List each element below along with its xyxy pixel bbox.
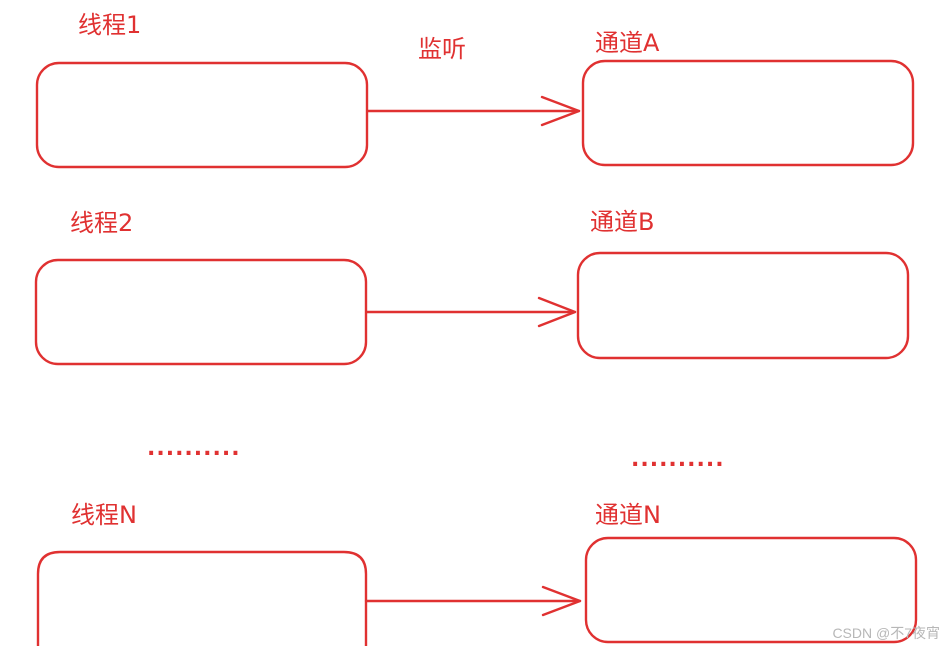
thread-n-label: 线程N bbox=[71, 501, 137, 529]
ellipsis-left: .......... bbox=[147, 436, 241, 461]
thread-2-box bbox=[34, 258, 368, 366]
channel-b-box bbox=[576, 251, 910, 360]
watermark: CSDN @不7夜宵 bbox=[832, 625, 940, 641]
thread-1-box bbox=[35, 61, 369, 169]
channel-b-label: 通道B bbox=[590, 208, 655, 236]
arrow-thread-1-to-channel-a bbox=[366, 95, 581, 127]
arrow-thread-n-to-channel-n bbox=[364, 585, 582, 617]
channel-a-box bbox=[581, 59, 915, 167]
thread-2-label: 线程2 bbox=[70, 209, 134, 237]
ellipsis-right: .......... bbox=[631, 447, 725, 472]
thread-n-box bbox=[36, 550, 368, 646]
listen-label: 监听 bbox=[418, 35, 466, 63]
channel-n-label: 通道N bbox=[595, 501, 661, 529]
channel-a-label: 通道A bbox=[595, 29, 660, 57]
channel-n-box bbox=[584, 536, 918, 644]
arrow-thread-2-to-channel-b bbox=[365, 296, 577, 328]
thread-1-label: 线程1 bbox=[78, 11, 142, 39]
